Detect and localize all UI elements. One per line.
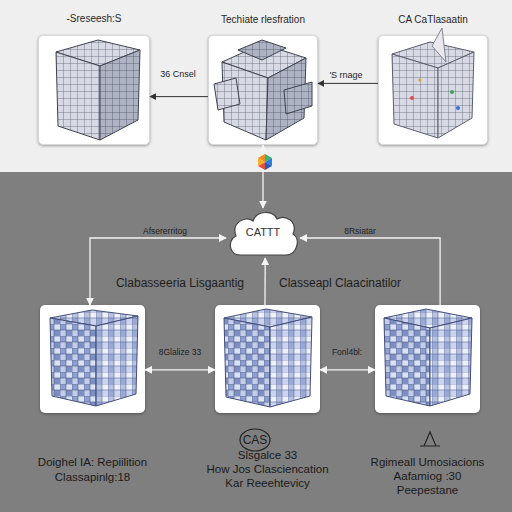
edge-label: 36 Cnsel — [160, 69, 196, 79]
logo-piece — [265, 162, 272, 170]
card-text: Doighel IA: Repiilition — [0, 455, 185, 470]
card-text: How Jos Clasciencation — [175, 462, 360, 476]
color-dot — [450, 90, 454, 94]
cloud-label: CATTT — [226, 226, 300, 239]
cube-face — [56, 40, 140, 66]
logo-piece — [258, 162, 265, 170]
cube-face — [438, 52, 474, 138]
cube-face — [392, 54, 438, 138]
image-card: Techiate rlesfration — [208, 35, 318, 145]
image-card: Slsgalce 33How Jos ClasciencationKar Ree… — [215, 305, 320, 413]
cloud-node: CATTT — [226, 208, 300, 258]
color-dot — [418, 78, 421, 81]
node-texts: CATTT — [226, 226, 300, 239]
edge-label: 8Rsiatar — [344, 226, 376, 236]
card-text: -Sreseesh:S — [15, 13, 173, 25]
paper-sheet — [432, 28, 446, 62]
card-text: Classapinlg:18 — [0, 470, 185, 485]
cube-face — [100, 50, 140, 140]
badge-ring — [240, 429, 270, 451]
cube-face — [50, 310, 138, 326]
image-card: -Sreseesh:S — [38, 35, 150, 145]
cube-block — [214, 78, 240, 110]
card-text: Aafamiog :30 — [335, 469, 512, 483]
cube-face — [224, 309, 312, 327]
edge-label: Afsererritog — [143, 226, 187, 236]
card-text: Kar Reeehtevicy — [175, 476, 360, 490]
connector — [150, 96, 208, 97]
logo-piece — [258, 158, 265, 166]
connector — [145, 369, 215, 370]
connector — [300, 238, 440, 305]
connector — [90, 238, 226, 305]
top-band — [0, 0, 512, 172]
cube-block — [238, 40, 286, 60]
logo-piece — [265, 154, 272, 162]
connector — [264, 258, 266, 305]
cube-block — [284, 82, 312, 114]
free-label: CAS — [243, 433, 268, 447]
edge-label: 'S rnage — [329, 70, 362, 80]
cube-face — [224, 318, 270, 407]
cube-face — [270, 317, 312, 407]
connector — [320, 369, 375, 370]
card-text: Peepestane — [335, 483, 512, 497]
cube-face — [222, 62, 268, 140]
edge-label: 8Glalize 33 — [159, 347, 202, 357]
cube-face — [50, 318, 96, 406]
image-card: Rgimeall UmosiacionsAafamiog :30Peepesta… — [375, 305, 480, 413]
cube-face — [392, 42, 474, 68]
card-text: Techiate rlesfration — [185, 14, 341, 26]
cube-face — [384, 309, 472, 328]
card-text: Slsgalce 33 — [175, 448, 360, 462]
free-label: Classeapl Claacinatilor — [279, 276, 401, 290]
image-card: CA CaTlasaatin — [378, 35, 488, 145]
node-texts: Doighel IA: RepiilitionClassapinlg:18 — [0, 455, 185, 485]
cube-face — [56, 52, 100, 140]
logo-piece — [265, 158, 272, 166]
cube-face — [430, 318, 472, 406]
logo-piece — [258, 154, 265, 162]
connector — [262, 145, 263, 208]
cube-face — [266, 58, 306, 140]
node-texts: Rgimeall UmosiacionsAafamiog :30Peepesta… — [335, 455, 512, 497]
cube-face — [222, 44, 306, 78]
cube-face — [96, 316, 138, 406]
card-text: Rgimeall Umosiacions — [335, 455, 512, 469]
cube-face — [384, 318, 430, 406]
node-texts: Slsgalce 33How Jos ClasciencationKar Ree… — [175, 448, 360, 490]
node-texts: -Sreseesh:S — [15, 13, 173, 25]
color-dot — [456, 106, 460, 110]
card-text: CA CaTlasaatin — [355, 14, 511, 26]
connector — [318, 83, 378, 84]
color-dot — [410, 96, 414, 100]
image-card: Doighel IA: RepiilitionClassapinlg:18 — [40, 305, 145, 413]
arrow-symbol — [420, 432, 440, 446]
node-texts: Techiate rlesfration — [185, 14, 341, 26]
node-texts: CA CaTlasaatin — [355, 14, 511, 26]
edge-label: Fonl4bl: — [332, 347, 362, 357]
free-label: Clabasseeria Lisgaantig — [116, 276, 244, 290]
